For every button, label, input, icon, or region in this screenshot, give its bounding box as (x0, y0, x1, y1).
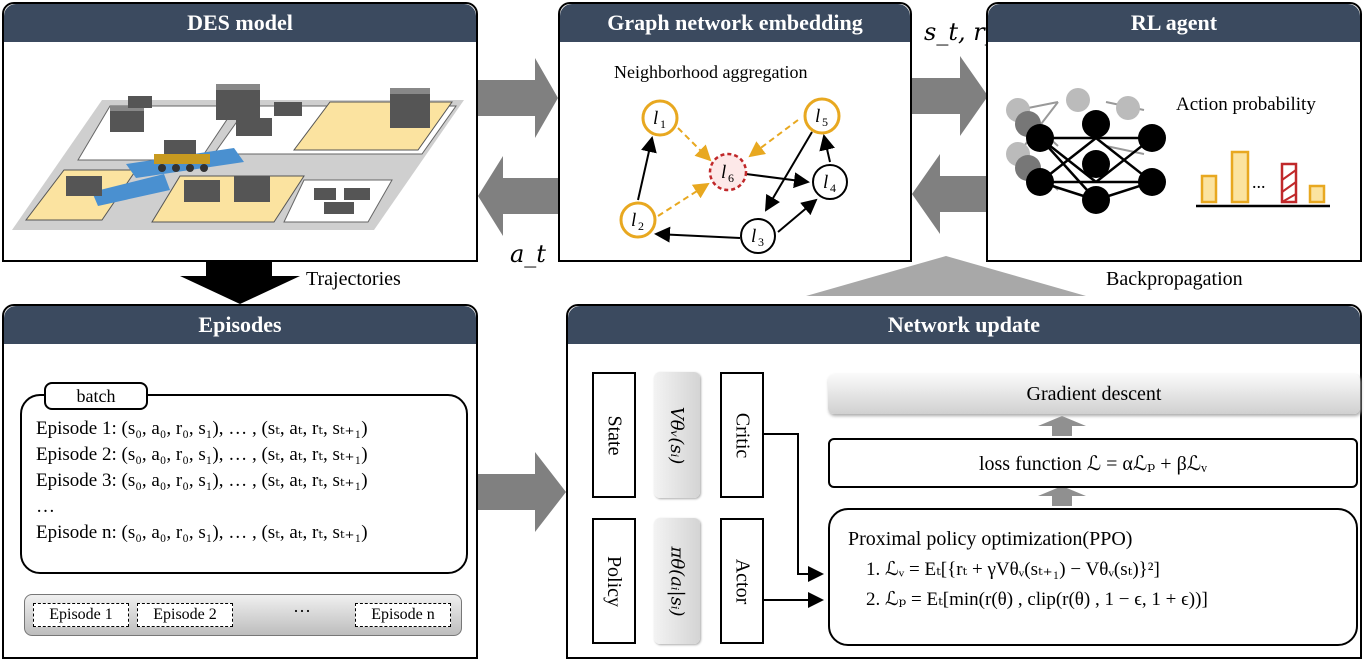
svg-text:l: l (653, 108, 658, 129)
svg-text:l: l (721, 162, 726, 183)
episodes-panel: Episodes batch Episode 1: (s₀, a₀, r₀, s… (2, 304, 478, 659)
graph-embedding-panel: Graph network embedding Neighborhood agg… (558, 2, 912, 262)
action-label: a_t (510, 240, 546, 268)
svg-text:l: l (751, 226, 756, 247)
rl-agent-panel: RL agent Action probability (986, 2, 1362, 262)
svg-text:l: l (815, 106, 820, 127)
episodes-title: Episodes (4, 306, 476, 344)
episode-line: … (36, 496, 55, 517)
trajectories-label: Trajectories (306, 268, 401, 290)
value-function-box: Vθᵥ(sᵢ) (654, 372, 700, 498)
gradient-descent-box: Gradient descent (828, 374, 1360, 414)
edge-l5-l3 (764, 131, 813, 212)
buffer-episode-1: Episode 1 (33, 603, 129, 627)
critic-to-ppo-arrow (764, 433, 824, 582)
buffer-ellipsis: ··· (293, 601, 311, 621)
episode-line: Episode 2: (s₀, a₀, r₀, s₁), … , (sₜ, aₜ… (36, 444, 368, 465)
agg-edge-l5-l6 (748, 119, 799, 158)
rl-agent-title: RL agent (988, 4, 1360, 42)
episode-list: Episode 1: (s₀, a₀, r₀, s₁), … , (sₜ, aₜ… (36, 416, 368, 546)
loss-function-box: loss function ℒ = αℒₚ + βℒᵥ (828, 438, 1358, 488)
svg-text:1: 1 (660, 117, 666, 131)
episode-line: Episode 1: (s₀, a₀, r₀, s₁), … , (sₜ, aₜ… (36, 418, 368, 439)
ppo-title: Proximal policy optimization(PPO) (848, 528, 1133, 550)
batch-label: batch (44, 382, 148, 410)
loss-to-gradient-arrow (1038, 416, 1086, 436)
ppo-to-loss-arrow (1038, 486, 1086, 506)
arrow-graph-to-rl (912, 56, 988, 136)
backprop-label: Backpropagation (1106, 268, 1243, 290)
batch-box: batch Episode 1: (s₀, a₀, r₀, s₁), … , (… (20, 382, 468, 574)
action-probability-label: Action probability (1176, 94, 1316, 115)
buffer-episode-2: Episode 2 (137, 603, 233, 627)
policy-function-box: πθ(aᵢ|sᵢ) (654, 518, 700, 644)
replay-buffer: Episode 1 Episode 2 ··· Episode n (24, 594, 462, 636)
edge-l2-l1 (637, 136, 657, 201)
neighborhood-label: Neighborhood aggregation (614, 62, 808, 82)
actor-box: Actor (720, 518, 764, 644)
graph-embedding-title: Graph network embedding (560, 4, 910, 42)
des-model-title: DES model (4, 4, 476, 42)
svg-text:5: 5 (822, 115, 828, 129)
action-probability-bars (1196, 150, 1330, 208)
episode-line: Episode n: (s₀, a₀, r₀, s₁), … , (sₜ, aₜ… (36, 522, 368, 543)
edge-l6-l4 (745, 172, 810, 189)
svg-text:l: l (823, 172, 828, 193)
ppo-value-loss: 1. ℒᵥ = Eₜ[{rₜ + γVθᵥ(sₜ₊₁) − Vθᵥ(sₜ)}²] (866, 559, 1160, 580)
arrow-des-to-graph (478, 58, 558, 138)
neural-network-icon (1006, 88, 1330, 214)
edge-l3-l4 (777, 198, 818, 233)
svg-text:3: 3 (758, 235, 764, 249)
arrow-rl-to-graph (912, 154, 988, 234)
arrow-graph-to-des (478, 156, 558, 236)
svg-text:l: l (631, 210, 636, 231)
network-update-title: Network update (568, 306, 1360, 344)
policy-box: Policy (592, 518, 636, 644)
svg-text:4: 4 (830, 181, 836, 195)
ppo-box: Proximal policy optimization(PPO) 1. ℒᵥ … (828, 508, 1358, 646)
svg-text:2: 2 (638, 219, 644, 233)
network-update-panel: Network update State Vθᵥ(sᵢ) Critic Poli… (566, 304, 1362, 659)
edge-l3-l2 (654, 226, 741, 243)
buffer-episode-n: Episode n (355, 603, 451, 627)
agg-edge-l1-l6 (677, 127, 712, 162)
factory-illustration (12, 84, 464, 230)
critic-box: Critic (720, 372, 764, 498)
arrow-backprop (806, 256, 1086, 296)
arrow-episodes-to-update (478, 452, 566, 532)
arrow-trajectories (180, 262, 300, 304)
bars-ellipsis: ... (1252, 172, 1266, 192)
ppo-policy-loss: 2. ℒₚ = Eₜ[min(r(θ) , clip(r(θ) , 1 − ϵ,… (866, 589, 1208, 610)
svg-text:6: 6 (728, 171, 734, 185)
agg-edge-l2-l6 (657, 182, 710, 217)
edge-l4-l5 (819, 134, 835, 163)
state-box: State (592, 372, 636, 498)
episode-line: Episode 3: (s₀, a₀, r₀, s₁), … , (sₜ, aₜ… (36, 470, 368, 491)
des-model-panel: DES model (2, 2, 478, 262)
update-connectors (764, 416, 1086, 608)
